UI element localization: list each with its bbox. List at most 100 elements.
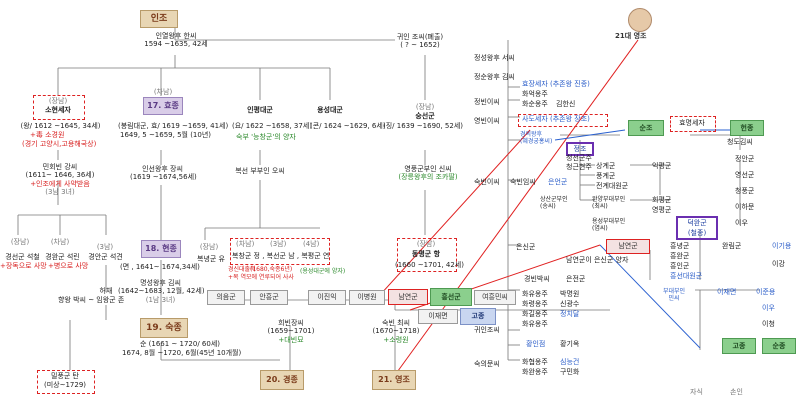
heochae: 허채 xyxy=(99,287,113,295)
anheung-box: 안흥군 xyxy=(250,290,288,305)
hyangwang-line: 향왕 박씨 ~ 임왕군 존 xyxy=(58,296,125,304)
sukjong-reign: 1674, 8월 ~1720, 6월(45년 10개월) xyxy=(122,349,242,357)
sanggye: 상계군 xyxy=(596,162,616,170)
yongseong-budaebuin: 용성부대부인 (염씨) xyxy=(592,218,626,233)
sukjong-box: 19. 숙종 xyxy=(140,318,188,338)
son1-note-red: +장독으로 사망 xyxy=(0,262,47,270)
hyomyeong-box xyxy=(670,116,716,132)
cheoljong-label: 덕완군 (철종) xyxy=(687,219,707,237)
bok-brothers-box xyxy=(230,238,330,265)
queen-inyeol-name: 인열왕후 한씨 xyxy=(155,32,197,40)
hwaryeong: 화령옹주 xyxy=(522,300,548,308)
sungseon-note: (장남) xyxy=(415,103,435,111)
bok-note1: (차남) xyxy=(236,240,255,248)
jeongjo-box: 정조 xyxy=(566,142,594,156)
sunjo-box: 순조 xyxy=(628,120,664,136)
yeongjo-box: 21. 영조 xyxy=(372,370,416,390)
hyeonjong-label: 18. 현종 xyxy=(145,244,177,253)
gojong-small-box: 고종 xyxy=(460,308,496,325)
budaebuin-min: 부대부인 민씨 xyxy=(663,288,686,303)
hyojong-box: 17. 효종 xyxy=(143,97,183,115)
sukjong-label: 19. 숙종 xyxy=(146,323,182,333)
bok-purge-year: (1680,숙종6년) xyxy=(250,266,293,273)
gyeongjong-label: 20. 경종 xyxy=(266,375,298,384)
ijunyong: 이준용 xyxy=(756,288,776,296)
namyeon-right-label: 남연군 xyxy=(618,242,638,250)
heonjong-box: 헌종 xyxy=(730,120,764,136)
inpyeong-name: 인평대군 xyxy=(247,106,273,114)
son3-note: (3남) xyxy=(96,243,114,251)
hwaeok: 화억옹주 xyxy=(522,90,548,98)
son1-name: 경선군 석철 xyxy=(5,253,40,261)
gojong-box: 고종 xyxy=(722,338,756,354)
bok-purge: 경신대출척 xyxy=(228,266,256,273)
ijaemyeon-label: 이재면 xyxy=(428,312,448,320)
namyeon-box: 남연군 xyxy=(388,289,428,305)
gyeongbin: 경빈박씨 xyxy=(524,275,550,283)
hwibin: 희빈장씨 (1659~1701) +대빈묘 xyxy=(265,319,317,344)
sukbin: 숙빈 최씨 (1670~1718) +소령원 xyxy=(370,319,422,344)
sukjong-dates: 순 (1661 ~ 1720/ 60세) xyxy=(140,340,221,348)
bokneung-note: (장남) xyxy=(199,243,219,251)
yeoheungmin-label: 여흥민씨 xyxy=(482,293,508,301)
sungseon-name: 숭선군 xyxy=(415,112,435,120)
ueun-box: 의음군 xyxy=(207,290,245,305)
ibyeongwon-label: 이병원 xyxy=(357,293,377,301)
heonjong-label: 헌종 xyxy=(740,124,754,132)
hwibin-grave: +대빈묘 xyxy=(278,335,304,344)
hwibin-name: 희빈장씨 xyxy=(278,319,304,327)
son3-name: 경안군 석견 xyxy=(88,253,123,261)
queen-inyeol-dates: 1594 ~1635, 42세 xyxy=(144,40,208,49)
cheongseon: 청선군주 xyxy=(566,154,592,162)
hyojong-label: 17. 효종 xyxy=(147,101,179,110)
sohyeon-note: (장남) xyxy=(48,97,68,105)
hoepyeong: 회평군 xyxy=(652,196,672,204)
heungseon-daewongun: 흥선대원군 xyxy=(670,272,703,280)
namyeon-label: 남연군 xyxy=(398,293,418,301)
hwasun: 화순옹주 xyxy=(522,100,548,108)
sim-neunggeon: 심능건 xyxy=(560,358,580,366)
jeongan: 정안군 xyxy=(735,155,755,163)
heungwan: 흥완군 xyxy=(670,252,690,260)
inpyeong-dates: (요/ 1622 ~1658, 37세) xyxy=(232,122,313,130)
punggye: 풍계군 xyxy=(596,172,616,180)
queen-inyeol: 인열왕후 한씨 1594 ~1635, 42세 xyxy=(138,32,214,49)
hyojong-note: (차남) xyxy=(153,88,173,96)
wife-sukui: 숙의문씨 xyxy=(474,360,500,368)
heungseon-box: 흥선군 xyxy=(430,288,472,306)
sangsan: 상산군부인 (송씨) xyxy=(540,196,568,211)
myeongseong-dates: (1642~1683, 12월, 42세) xyxy=(118,287,205,296)
hwahyeop: 화협옹주 xyxy=(522,358,548,366)
jeongjo-label: 정조 xyxy=(573,145,587,153)
yeongpung-note: (장릉왕후의 조카딸) xyxy=(398,173,458,182)
sohyeon-grave: +毒 소경원 xyxy=(30,131,65,139)
gwiin-jo-dates: ( ? ~ 1652) xyxy=(400,41,440,50)
sohyeon-box xyxy=(33,95,85,120)
yeongjo-portrait-icon xyxy=(628,8,652,32)
yeongjo-top-label: 21대 영조 xyxy=(615,32,647,40)
hyojong-dates: (봉림대군, 효/ 1619 ~1659, 41세) xyxy=(118,122,229,130)
dongpyeong-name: 동평군 항 xyxy=(411,250,441,258)
yeongpung-name: 영풍군부인 신씨 xyxy=(404,165,452,173)
bok-adoption: (용성대군에 양자) xyxy=(300,268,346,275)
bokneung-name: 복녕군 유 xyxy=(197,255,225,263)
bak-myeongwon: 박명원 xyxy=(560,290,580,298)
minhoebin-dates: (1611~ 1646, 36세) xyxy=(25,171,95,180)
euneon: 은언군 xyxy=(548,178,568,186)
minhoebin-children: (3남 3녀) xyxy=(45,188,75,197)
yeongjo-label: 21. 영조 xyxy=(378,375,410,384)
sunjong-box: 순종 xyxy=(762,338,796,354)
wanyang: 완양부대부인 (최씨) xyxy=(592,196,626,211)
injo-box: 인조 xyxy=(140,10,178,28)
yongseong-name: 용성대군 xyxy=(317,106,343,114)
sohyeon-grave-loc: (경기 고양시,고용해국상) xyxy=(22,140,97,148)
wife-gwiin: 귀인조씨 xyxy=(474,326,500,334)
sukbin-dates: (1670~1718) xyxy=(372,327,420,336)
hyojang: 효장세자 (추존왕 진종) xyxy=(522,80,590,88)
wife-jeongsun: 정순왕후 김씨 xyxy=(474,73,515,81)
minhoebin: 민회빈 강씨 (1611~ 1646, 36세) +인조에게 사약받음 (3남 … xyxy=(25,163,95,197)
wife-sukbin: 숙빈이씨 xyxy=(474,178,500,186)
son2-note-red: +병으로 사망 xyxy=(48,262,89,270)
yeongpyeong: 영평군 xyxy=(652,206,672,214)
milpung-box xyxy=(37,370,95,394)
